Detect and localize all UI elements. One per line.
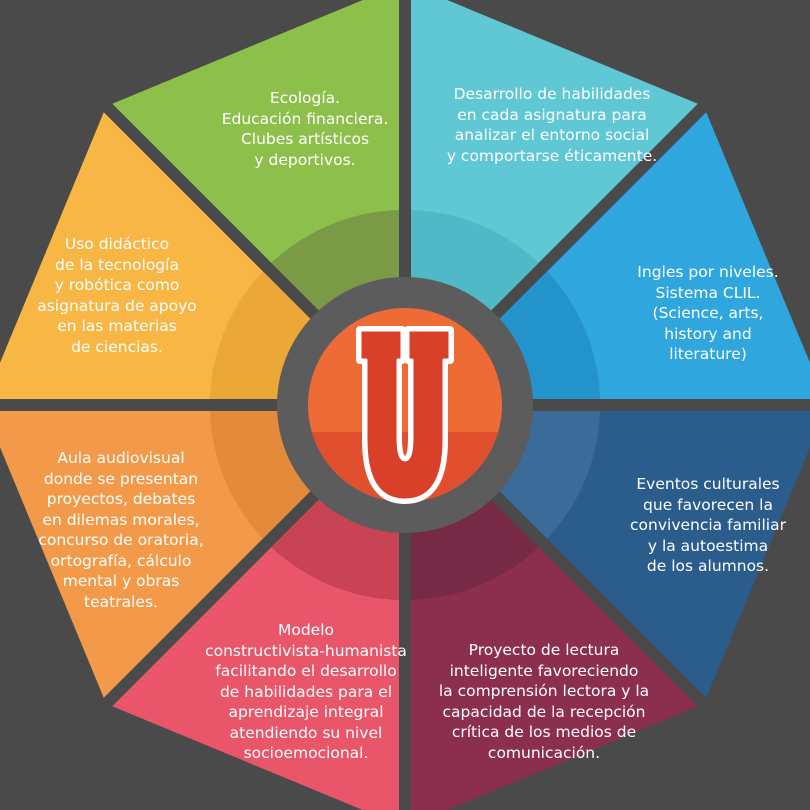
segment-line: de habilidades para el (219, 682, 393, 701)
segment-line: Modelo (277, 621, 335, 639)
segment-line: proyectos, debates (46, 490, 196, 508)
segment-line: Ingles por niveles. (637, 263, 779, 281)
segment-line: crítica de los medios de (451, 723, 637, 741)
segment-line: que favorecen la (643, 495, 773, 514)
segment-line: asignatura de apoyo (37, 296, 197, 315)
segment-line: en cada asignatura para (457, 105, 647, 124)
segment-line: de ciencias. (71, 337, 163, 356)
segment-text-habilidades: Desarrollo de habilidades en cada asignat… (430, 84, 674, 166)
segment-text-lectura: Proyecto de lectura inteligente favorecie… (424, 640, 664, 763)
u-logo-icon: U (356, 326, 454, 504)
segment-line: socioemocional. (243, 744, 369, 762)
segment-line: Sistema CLIL. (655, 283, 761, 302)
segment-line: teatrales. (84, 592, 158, 611)
center-emblem: U (308, 308, 502, 504)
segment-line: concurso de oratoria, (38, 531, 204, 549)
segment-line: y la autoestima (647, 536, 769, 555)
segment-text-ecologia: Ecología. Educación financiera. Clubes art… (200, 88, 410, 170)
segment-line: en las materias (57, 317, 177, 335)
segment-text-eventos: Eventos culturales que favorecen la conviv… (620, 474, 796, 577)
segment-line: literature) (669, 345, 747, 363)
segment-line: Eventos culturales (636, 475, 780, 493)
segment-line: Uso didáctico (64, 235, 170, 253)
segment-text-aula: Aula audiovisual donde se presentan proyec… (14, 448, 228, 612)
segment-line: analizar el entorno social (454, 126, 650, 144)
segment-line: mental y obras (62, 572, 180, 590)
segment-line: en dilemas morales, (42, 510, 200, 529)
segment-line: Aula audiovisual (57, 449, 185, 467)
segment-line: constructivista-humanista (205, 641, 407, 660)
segment-line: capacidad de la recepción (442, 702, 646, 721)
segment-line: aprendizaje integral (228, 703, 384, 721)
segment-line: Ecología. (269, 89, 341, 107)
segment-text-tecnologia: Uso didáctico de la tecnología y robótica … (14, 234, 220, 357)
segment-line: comunicación. (487, 743, 601, 762)
segment-line: facilitando el desarrollo (215, 662, 397, 680)
segment-line: y comportarse éticamente. (446, 146, 658, 165)
segment-line: convivencia familiar (630, 516, 786, 534)
segment-line: donde se presentan (43, 469, 199, 488)
segment-line: Educación financiera. (221, 109, 389, 128)
segment-line: atendiendo su nivel (229, 723, 383, 742)
segment-line: ortografía, cálculo (50, 551, 192, 570)
segment-line: de la tecnología (55, 255, 179, 274)
segment-line: inteligente favoreciendo (449, 661, 639, 680)
segment-line: (Science, arts, (652, 304, 764, 322)
segment-line: Clubes artísticos (240, 130, 370, 148)
segment-line: de los alumnos. (646, 557, 770, 575)
segment-line: history and (664, 324, 752, 343)
segment-line: la comprensión lectora y la (438, 682, 650, 700)
segment-line: y robótica como (54, 276, 180, 294)
segment-line: Desarrollo de habilidades (453, 85, 651, 103)
segment-line: y deportivos. (254, 150, 356, 169)
segment-text-ingles: Ingles por niveles. Sistema CLIL. (Science… (620, 262, 796, 365)
segment-text-modelo: Modelo constructivista-humanista facilitan… (200, 620, 412, 764)
segment-line: Proyecto de lectura (468, 641, 620, 659)
